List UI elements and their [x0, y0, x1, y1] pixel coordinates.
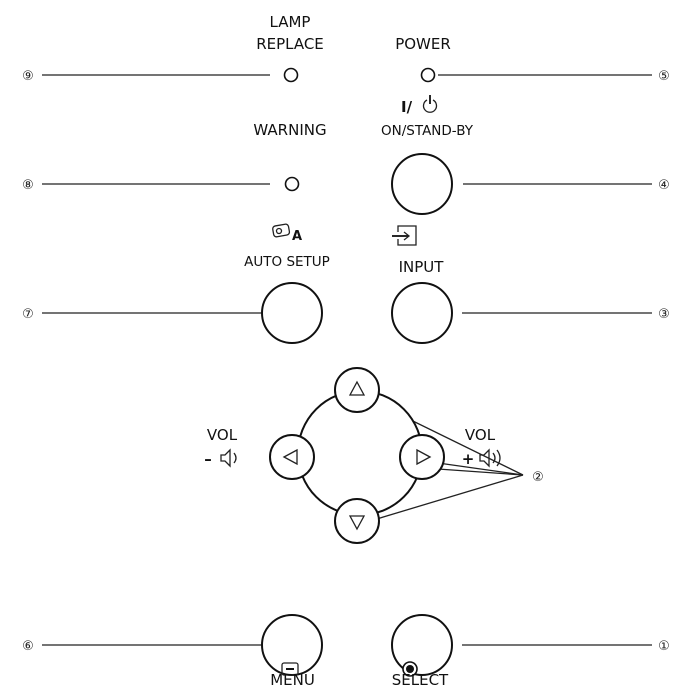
- callout-3: ③: [658, 307, 670, 322]
- callout-9: ⑨: [22, 69, 34, 84]
- auto-setup-button[interactable]: [261, 282, 323, 344]
- arrow-down-icon: [348, 515, 366, 531]
- lamp-label-line1: LAMP: [270, 13, 311, 31]
- speaker-high-icon: [479, 448, 501, 468]
- lamp-replace-indicator: [283, 67, 299, 83]
- power-label: POWER: [395, 35, 451, 53]
- standby-label: ON/STAND-BY: [381, 123, 474, 139]
- auto-setup-symbol: A: [292, 229, 302, 244]
- input-arrow-icon: [392, 225, 417, 246]
- select-text: SELECT: [391, 671, 449, 689]
- warning-indicator: [284, 176, 300, 192]
- vol-left-label: VOL: [207, 426, 238, 444]
- projector-auto-icon: A: [272, 223, 302, 244]
- arrow-right-icon: [416, 448, 432, 466]
- auto-setup-label: AUTO SETUP: [244, 254, 330, 270]
- input-label: INPUT: [399, 258, 445, 276]
- power-standby-icon: I/: [401, 95, 438, 116]
- callout-8: ⑧: [22, 178, 34, 193]
- svg-text:I/: I/: [401, 98, 413, 116]
- callout-numbers: ⑨ ⑤ ⑧ ④ ⑦ ③ ② ⑥ ①: [22, 69, 670, 654]
- menu-button[interactable]: [261, 614, 323, 676]
- callout-6: ⑥: [22, 639, 34, 654]
- warning-label: WARNING: [253, 121, 326, 139]
- arrow-left-button[interactable]: [269, 434, 315, 480]
- power-indicator: [420, 67, 436, 83]
- menu-text: MENU: [270, 671, 315, 689]
- menu-square-icon: [281, 662, 299, 676]
- lamp-label-line2: REPLACE: [256, 35, 324, 53]
- arrow-right-button[interactable]: [399, 434, 445, 480]
- callout-2: ②: [532, 470, 544, 485]
- arrow-down-button[interactable]: [334, 498, 380, 544]
- vol-right-label: VOL: [465, 426, 496, 444]
- input-button[interactable]: [391, 282, 453, 344]
- arrow-left-icon: [282, 448, 298, 466]
- vol-left-sign: –: [204, 450, 212, 468]
- standby-button[interactable]: [391, 153, 453, 215]
- callout-7: ⑦: [22, 307, 34, 322]
- select-button[interactable]: [391, 614, 453, 676]
- callout-5: ⑤: [658, 69, 670, 84]
- callout-4: ④: [658, 178, 670, 193]
- speaker-low-icon: [220, 448, 237, 468]
- callout-1: ①: [658, 639, 670, 654]
- select-dot-icon: [402, 661, 418, 677]
- arrow-up-icon: [348, 380, 366, 396]
- arrow-up-button[interactable]: [334, 367, 380, 413]
- callout-lines: [42, 74, 652, 646]
- vol-right-sign: +: [462, 450, 475, 468]
